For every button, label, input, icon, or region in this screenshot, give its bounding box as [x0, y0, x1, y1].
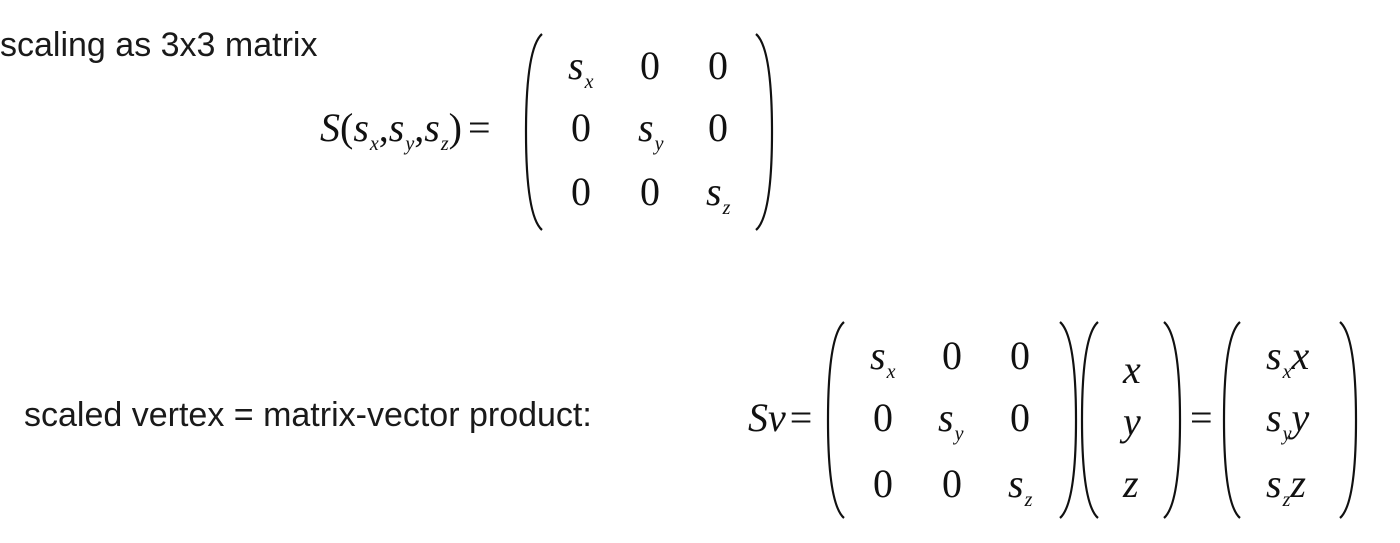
matrix-right-paren	[755, 33, 774, 231]
slide-heading: scaling as 3x3 matrix	[0, 26, 318, 64]
matrix-cell: sy	[938, 395, 964, 445]
matrix-cell: 0	[942, 461, 962, 506]
equals-sign: =	[1190, 395, 1213, 440]
result-left-paren	[1222, 321, 1241, 519]
matrix2-right-paren	[1059, 321, 1078, 519]
matrix-cell: 0	[1010, 333, 1030, 378]
matrix-left-paren	[524, 33, 543, 231]
matrix-cell: 0	[1010, 395, 1030, 440]
matrix-cell: 0	[873, 461, 893, 506]
result-cell: syy	[1266, 395, 1310, 445]
matrix-cell: sx	[870, 333, 896, 383]
matrix-cell: sz	[1008, 461, 1033, 511]
vector-cell: y	[1123, 399, 1141, 444]
scaled-vertex-lhs: Sv=	[748, 395, 813, 440]
vector-cell: z	[1123, 461, 1139, 506]
scaling-function-lhs: S(sx,sy,sz)=	[320, 105, 491, 155]
matrix-cell: 0	[571, 105, 591, 150]
matrix-cell: 0	[640, 43, 660, 88]
result-cell: szz	[1266, 461, 1306, 511]
matrix-cell: sz	[706, 169, 731, 219]
vector-right-paren	[1163, 321, 1182, 519]
vector-left-paren	[1080, 321, 1099, 519]
matrix-cell: 0	[708, 43, 728, 88]
matrix-cell: 0	[571, 169, 591, 214]
result-right-paren	[1339, 321, 1358, 519]
matrix-cell: 0	[873, 395, 893, 440]
matrix-cell: 0	[708, 105, 728, 150]
matrix-cell: 0	[942, 333, 962, 378]
result-cell: sxx	[1266, 333, 1310, 383]
matrix-cell: sy	[638, 105, 664, 155]
matrix2-left-paren	[826, 321, 845, 519]
matrix-cell: 0	[640, 169, 660, 214]
vector-cell: x	[1123, 347, 1141, 392]
product-caption: scaled vertex = matrix-vector product:	[24, 396, 592, 434]
matrix-cell: sx	[568, 43, 594, 93]
